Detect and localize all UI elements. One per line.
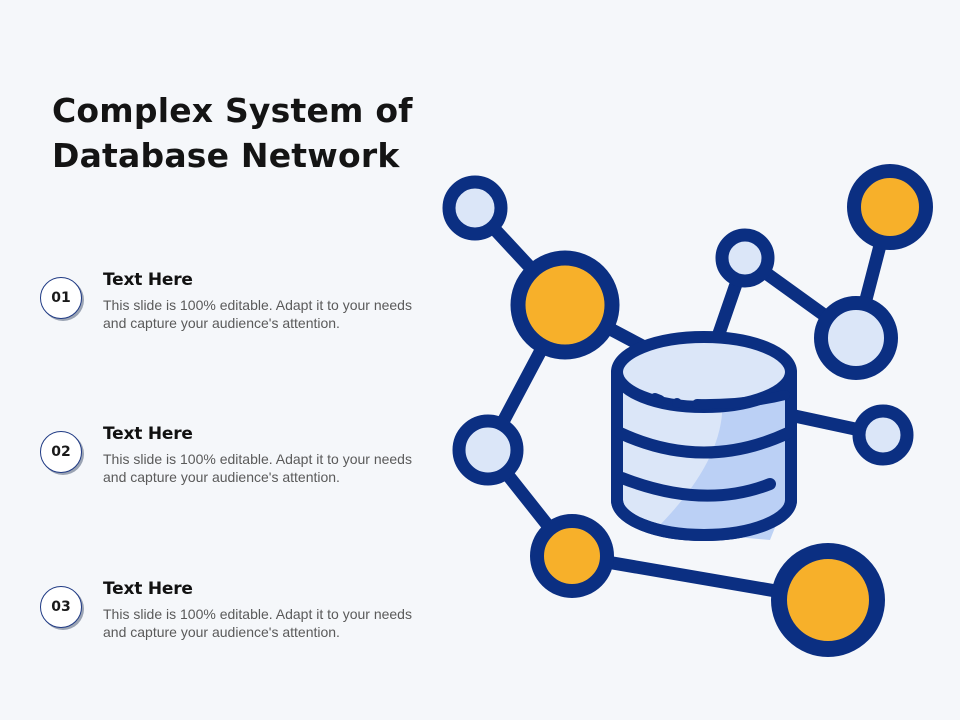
database-cylinder (611, 331, 797, 541)
title-line-1: Complex System of (52, 91, 413, 130)
node-large-orange (510, 250, 620, 360)
node-orange (530, 514, 614, 598)
network-nodes (442, 164, 933, 657)
item-heading: Text Here (103, 579, 193, 599)
item-body: This slide is 100% editable. Adapt it to… (103, 451, 412, 485)
node-medium (452, 414, 524, 486)
node-orange (847, 164, 933, 250)
node-small (442, 175, 508, 241)
node-small (715, 228, 775, 288)
item-heading: Text Here (103, 270, 193, 290)
title-line-2: Database Network (52, 136, 400, 175)
number-badge: 01 (40, 277, 82, 319)
item-body: This slide is 100% editable. Adapt it to… (103, 297, 412, 331)
item-heading: Text Here (103, 424, 193, 444)
page-title: Complex System of Database Network (52, 88, 452, 178)
list-item-1: 01 Text Here This slide is 100% editable… (40, 270, 440, 350)
number-badge: 03 (40, 586, 82, 628)
node-large-orange (771, 543, 885, 657)
list-item-2: 02 Text Here This slide is 100% editable… (40, 424, 440, 504)
node-medium (814, 296, 898, 380)
item-body: This slide is 100% editable. Adapt it to… (103, 606, 412, 640)
list-item-3: 03 Text Here This slide is 100% editable… (40, 579, 440, 659)
node-small (852, 404, 914, 466)
number-badge: 02 (40, 431, 82, 473)
